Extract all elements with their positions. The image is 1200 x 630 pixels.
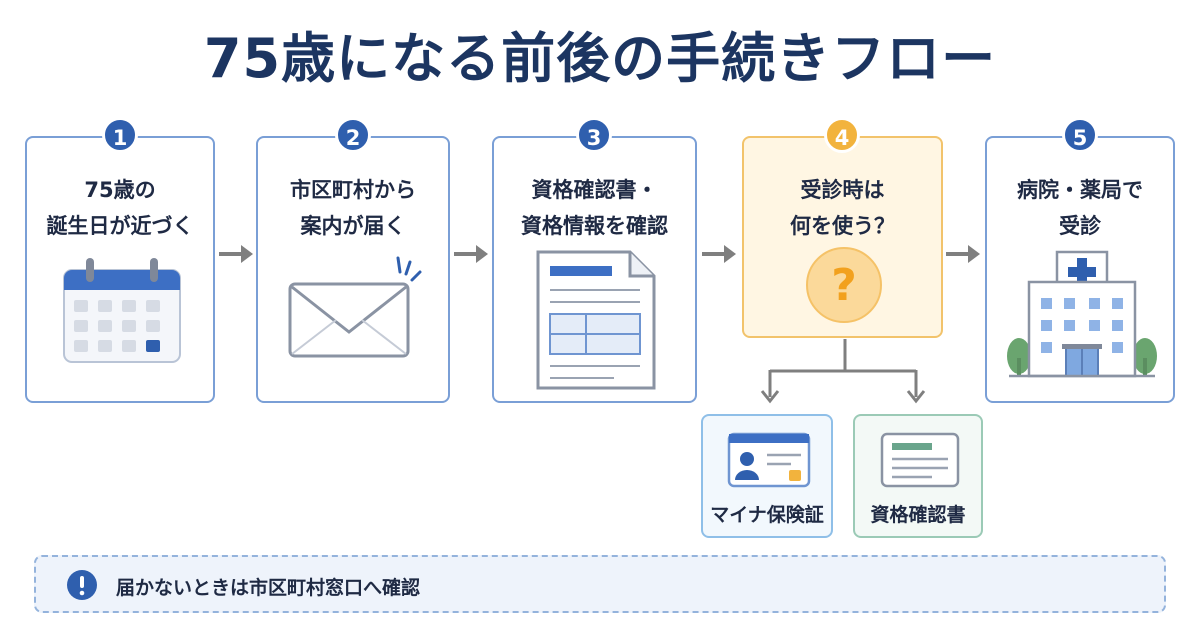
step-label: 受診時は 何を使う？ [790, 178, 895, 238]
arrow-right-icon [219, 245, 253, 263]
step-label: 75歳の 誕生日が近づく [46, 178, 194, 238]
page-title: 75歳になる前後の手続きフロー [203, 27, 997, 90]
step-number-badge-5: 5 [1062, 117, 1098, 153]
step-card-2: 市区町村から 案内が届く [256, 136, 450, 403]
hospital-icon [1007, 250, 1157, 378]
step-label: 資格確認書・ 資格情報を確認 [521, 178, 668, 238]
option-card-my-number-insurance: マイナ保険証 [701, 414, 833, 538]
option-card-qualification-certificate: 資格確認書 [853, 414, 983, 538]
option-label: マイナ保険証 [710, 504, 824, 526]
question-icon: ? [806, 247, 882, 323]
step-card-3: 資格確認書・ 資格情報を確認 [492, 136, 697, 403]
certificate-card-icon [880, 432, 960, 488]
notice-text: 届かないときは市区町村窓口へ確認 [116, 577, 421, 599]
exclamation-icon [67, 570, 97, 600]
svg-text:?: ? [831, 260, 857, 311]
step-number-badge-4: 4 [824, 117, 860, 153]
step-card-4: 受診時は 何を使う？ ? [742, 136, 943, 338]
notice-banner: 届かないときは市区町村窓口へ確認 [34, 555, 1166, 613]
branch-arrow-icon [760, 339, 926, 404]
envelope-icon [288, 256, 422, 358]
step-number-badge-2: 2 [335, 117, 371, 153]
step-label: 病院・薬局で 受診 [1017, 178, 1143, 238]
step-label: 市区町村から 案内が届く [290, 178, 416, 238]
step-number-badge-1: 1 [102, 117, 138, 153]
option-label: 資格確認書 [870, 504, 966, 526]
step-card-5: 病院・薬局で 受診 [985, 136, 1175, 403]
arrow-right-icon [946, 245, 980, 263]
arrow-right-icon [702, 245, 736, 263]
step-number-badge-3: 3 [576, 117, 612, 153]
arrow-right-icon [454, 245, 488, 263]
document-icon [536, 250, 656, 390]
id-card-icon [727, 432, 811, 488]
calendar-icon [63, 258, 181, 363]
step-card-1: 75歳の 誕生日が近づく [25, 136, 215, 403]
